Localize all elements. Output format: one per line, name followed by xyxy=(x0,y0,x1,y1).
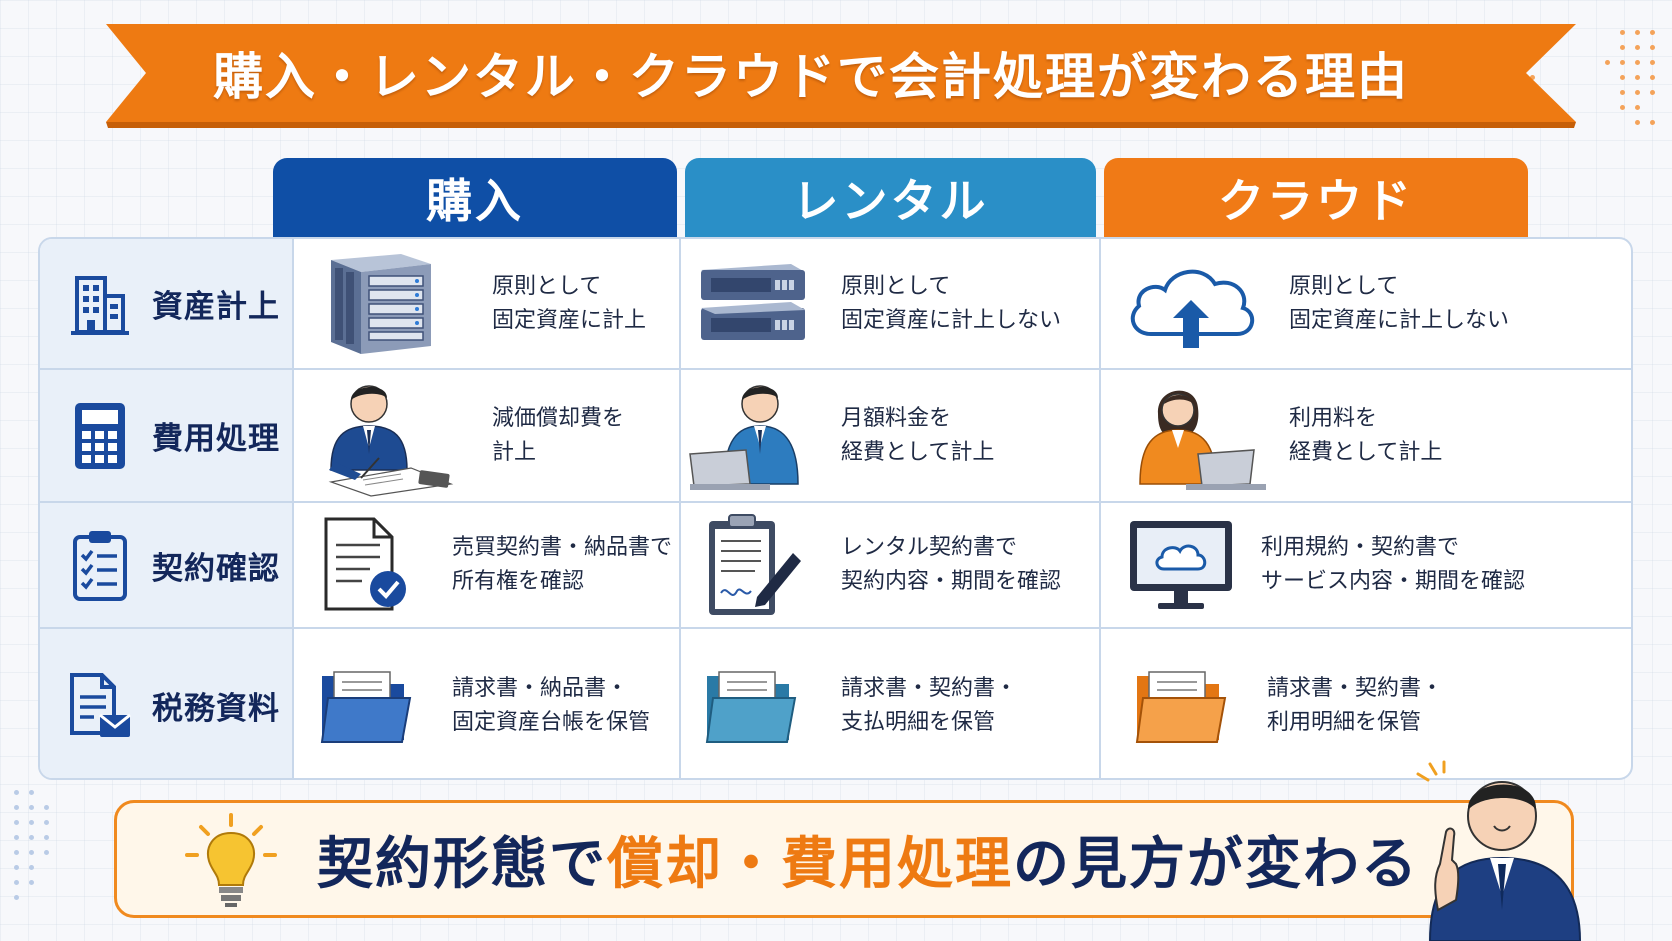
clipboard-checklist-icon xyxy=(62,527,138,603)
businessman-laptop-icon xyxy=(681,372,821,500)
cell-cloud-asset: 原則として 固定資産に計上しない xyxy=(1101,239,1631,368)
row-label-column xyxy=(40,239,294,778)
folder-orange-icon xyxy=(1101,646,1261,766)
cell-purchase-asset: 原則として 固定資産に計上 xyxy=(296,239,679,368)
row-label-expense: 費用処理 xyxy=(40,370,294,501)
row-label-text: 契約確認 xyxy=(152,550,280,587)
cell-text: 利用料を 経費として計上 xyxy=(1289,405,1443,465)
server-rack-icon xyxy=(296,244,466,364)
callout-message: 契約形態で 償却・費用処理 の見方が変わる xyxy=(317,803,1419,915)
column-header-purchase: 購入 xyxy=(273,158,677,238)
rental-server-icon xyxy=(681,244,821,364)
column-header-label: クラウド xyxy=(1218,174,1414,228)
cell-text: 請求書・納品書・ 固定資産台帳を保管 xyxy=(452,675,651,735)
cell-rental-contract: レンタル契約書で 契約内容・期間を確認 xyxy=(681,503,1099,627)
cell-purchase-contract: 売買契約書・納品書で 所有権を確認 xyxy=(296,503,679,627)
summary-callout: 契約形態で 償却・費用処理 の見方が変わる xyxy=(114,800,1574,918)
cloud-upload-icon xyxy=(1101,244,1281,364)
businessman-pointing-icon xyxy=(1390,760,1600,941)
row-label-text: 税務資料 xyxy=(152,691,280,727)
cell-text: 減価償却費を 計上 xyxy=(492,405,625,465)
cell-text: 原則として 固定資産に計上しない xyxy=(841,273,1062,333)
building-icon xyxy=(62,266,138,342)
cell-text: 請求書・契約書・ 支払明細を保管 xyxy=(841,675,1018,735)
row-label-asset: 資産計上 xyxy=(40,239,294,368)
divider xyxy=(1099,239,1101,778)
clipboard-pen-icon xyxy=(681,505,821,625)
column-header-label: 購入 xyxy=(426,174,524,228)
document-mail-icon xyxy=(62,668,138,744)
businessman-writing-icon xyxy=(296,372,466,500)
businesswoman-laptop-icon xyxy=(1101,372,1281,500)
cell-text: レンタル契約書で 契約内容・期間を確認 xyxy=(841,535,1062,594)
cell-cloud-contract: 利用規約・契約書で サービス内容・期間を確認 xyxy=(1101,503,1631,627)
cell-rental-tax: 請求書・契約書・ 支払明細を保管 xyxy=(681,629,1099,778)
divider xyxy=(679,239,681,778)
row-label-text: 費用処理 xyxy=(152,421,280,457)
title-banner: 購入・レンタル・クラウドで会計処理が変わる理由 xyxy=(106,18,1576,128)
divider xyxy=(40,501,1631,503)
column-header-label: レンタル xyxy=(792,174,989,228)
folder-navy-icon xyxy=(296,646,436,766)
monitor-cloud-icon xyxy=(1101,505,1261,625)
cell-text: 売買契約書・納品書で 所有権を確認 xyxy=(452,535,673,594)
divider xyxy=(40,368,1631,370)
cell-cloud-tax: 請求書・契約書・ 利用明細を保管 xyxy=(1101,629,1631,778)
cell-rental-expense: 月額料金を 経費として計上 xyxy=(681,370,1099,501)
row-label-text: 資産計上 xyxy=(152,289,280,325)
callout-text-part1: 契約形態で xyxy=(317,831,607,897)
decorative-dots-bottom-left xyxy=(14,790,74,910)
row-label-tax: 税務資料 xyxy=(40,629,294,778)
comparison-table: 資産計上 費用処理 xyxy=(38,237,1633,780)
cell-purchase-tax: 請求書・納品書・ 固定資産台帳を保管 xyxy=(296,629,679,778)
page-title: 購入・レンタル・クラウドで会計処理が変わる理由 xyxy=(213,48,1409,106)
cell-text: 原則として 固定資産に計上 xyxy=(492,273,647,333)
calculator-icon xyxy=(62,398,138,474)
column-header-cloud: クラウド xyxy=(1104,158,1528,238)
lightbulb-icon xyxy=(181,811,281,911)
callout-text-part2: の見方が変わる xyxy=(1013,831,1419,897)
cell-text: 月額料金を 経費として計上 xyxy=(841,405,995,465)
cell-cloud-expense: 利用料を 経費として計上 xyxy=(1101,370,1631,501)
cell-text: 請求書・契約書・ 利用明細を保管 xyxy=(1267,675,1444,735)
document-check-icon xyxy=(296,505,436,625)
callout-highlight: 償却・費用処理 xyxy=(607,831,1013,897)
decorative-dots-top-right xyxy=(1500,30,1660,140)
folder-teal-icon xyxy=(681,646,821,766)
row-label-contract: 契約確認 xyxy=(40,503,294,627)
cell-text: 利用規約・契約書で サービス内容・期間を確認 xyxy=(1261,535,1526,594)
cell-purchase-expense: 減価償却費を 計上 xyxy=(296,370,679,501)
column-header-rental: レンタル xyxy=(685,158,1096,238)
divider xyxy=(40,627,1631,629)
cell-text: 原則として 固定資産に計上しない xyxy=(1289,273,1510,333)
cell-rental-asset: 原則として 固定資産に計上しない xyxy=(681,239,1099,368)
